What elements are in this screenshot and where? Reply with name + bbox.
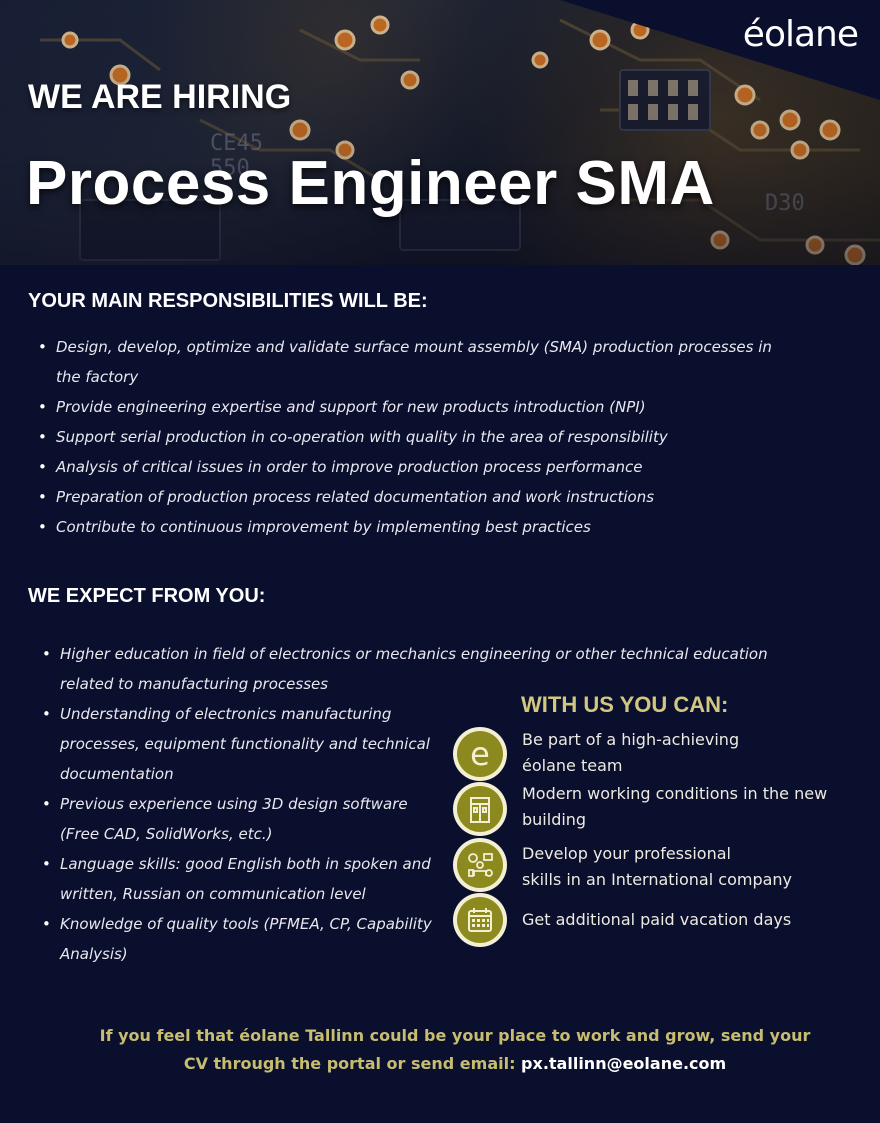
cta-line: If you feel that éolane Tallinn could be… bbox=[99, 1026, 811, 1045]
hiring-tagline: WE ARE HIRING bbox=[28, 78, 292, 116]
cta-line-2: CV through the portal or send email: px.… bbox=[60, 1050, 850, 1078]
benefit-icon-badge: e bbox=[453, 727, 507, 781]
list-item: Higher education in field of electronics… bbox=[36, 639, 781, 699]
benefit-item: Be part of a high-achieving éolane team bbox=[522, 727, 739, 779]
list-item: Preparation of production process relate… bbox=[32, 482, 792, 512]
email-link[interactable]: px.tallinn@eolane.com bbox=[521, 1054, 727, 1073]
job-title: Process Engineer SMA bbox=[26, 149, 715, 218]
svg-text:e: e bbox=[470, 737, 490, 771]
benefit-line: Develop your professional bbox=[522, 844, 731, 863]
call-to-action: If you feel that éolane Tallinn could be… bbox=[60, 1022, 850, 1078]
hero-banner: CE45 550 D30 éolane WE ARE HIRING Proces… bbox=[0, 0, 880, 265]
benefit-item: Develop your professional skills in an I… bbox=[522, 841, 792, 893]
benefit-line: Be part of a high-achieving bbox=[522, 730, 740, 749]
eolane-e-icon: e bbox=[470, 737, 490, 771]
expectations-list: Higher education in field of electronics… bbox=[36, 639, 796, 969]
list-item: Design, develop, optimize and validate s… bbox=[32, 332, 772, 392]
list-item: Knowledge of quality tools (PFMEA, CP, C… bbox=[36, 909, 436, 969]
benefit-item: Get additional paid vacation days bbox=[522, 907, 791, 933]
responsibilities-list: Design, develop, optimize and validate s… bbox=[32, 332, 792, 542]
benefit-line: éolane team bbox=[522, 756, 623, 775]
calendar-icon bbox=[468, 908, 492, 932]
list-item: Understanding of electronics manufacturi… bbox=[36, 699, 436, 789]
benefit-line: skills in an International company bbox=[522, 870, 793, 889]
office-building-icon bbox=[470, 797, 490, 823]
list-item: Support serial production in co-operatio… bbox=[32, 422, 792, 452]
professional-skills-icon bbox=[468, 853, 493, 877]
benefit-line: Get additional paid vacation days bbox=[522, 910, 792, 929]
list-item: Previous experience using 3D design soft… bbox=[36, 789, 436, 849]
benefit-icon-badge bbox=[453, 838, 507, 892]
cta-text: CV through the portal or send email: bbox=[183, 1054, 522, 1073]
benefit-icon-badge bbox=[453, 893, 507, 947]
list-item: Provide engineering expertise and suppor… bbox=[32, 392, 792, 422]
logo-corner-shape bbox=[560, 0, 880, 100]
responsibilities-heading: YOUR MAIN RESPONSIBILITIES WILL BE: bbox=[28, 290, 428, 312]
expectations-heading: WE EXPECT FROM YOU: bbox=[28, 585, 266, 607]
benefit-line: building bbox=[522, 810, 587, 829]
benefit-icon-badge bbox=[453, 782, 507, 836]
list-item: Language skills: good English both in sp… bbox=[36, 849, 436, 909]
benefit-item: Modern working conditions in the new bui… bbox=[522, 781, 827, 833]
eolane-logo: éolane bbox=[742, 14, 859, 55]
list-item: Contribute to continuous improvement by … bbox=[32, 512, 792, 542]
list-item: Analysis of critical issues in order to … bbox=[32, 452, 792, 482]
benefits-heading: WITH US YOU CAN: bbox=[521, 692, 729, 717]
benefit-line: Modern working conditions in the new bbox=[522, 784, 828, 803]
